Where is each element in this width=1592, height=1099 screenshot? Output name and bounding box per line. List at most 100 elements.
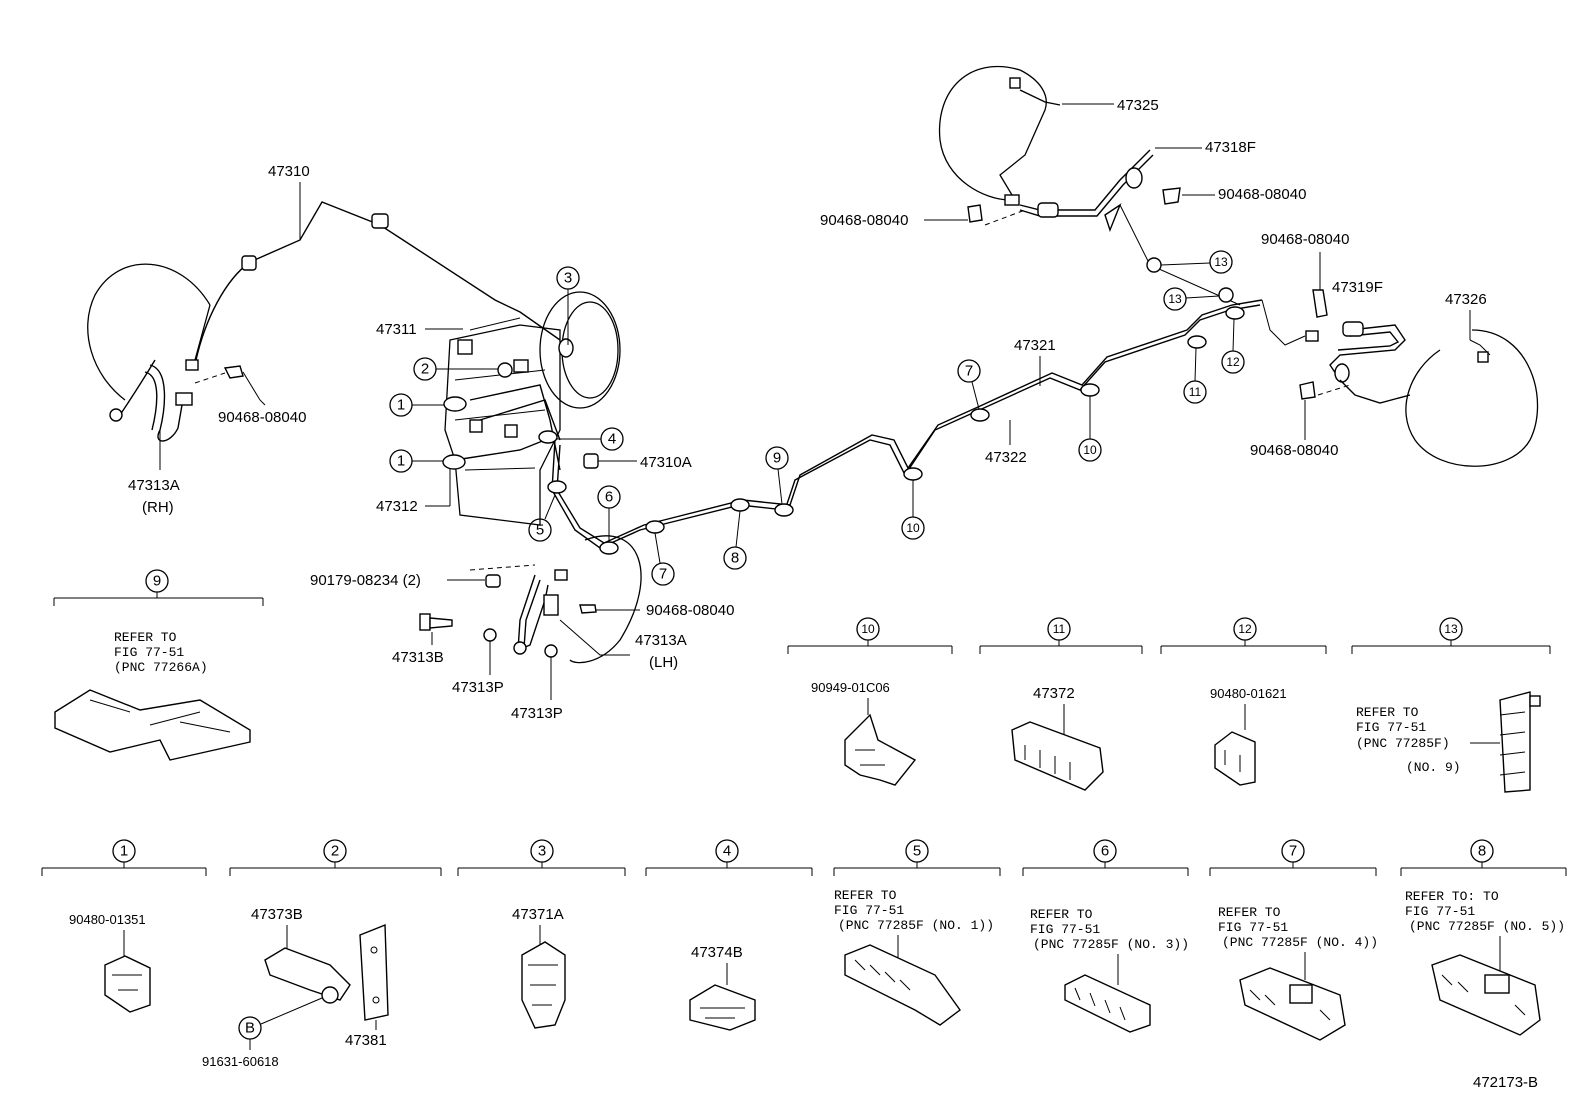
svg-text:90480-01621: 90480-01621 — [1210, 686, 1287, 701]
callout-13b: 13 — [1163, 287, 1220, 311]
callout-7a: 7 — [651, 532, 675, 586]
label-90468-08040-tr1: 90468-08040 — [1218, 186, 1306, 203]
inset-1: 1 90480-01351 — [41, 839, 207, 1013]
label-rh: (RH) — [142, 499, 174, 516]
label-47318F: 47318F — [1205, 139, 1256, 156]
inset-4: 4 47374B — [645, 839, 813, 1031]
label-47321: 47321 — [1014, 337, 1056, 354]
svg-text:10: 10 — [1083, 443, 1097, 457]
figure-id: 472173-B — [1473, 1074, 1538, 1091]
svg-text:4: 4 — [723, 843, 731, 860]
svg-text:13: 13 — [1444, 622, 1458, 636]
svg-text:REFER TO: TO: REFER TO: TO — [1405, 889, 1499, 904]
bolt-47313B — [419, 613, 453, 631]
label-90468-08040-mid: 90468-08040 — [646, 602, 734, 619]
callout-1b: 1 — [389, 449, 443, 473]
callout-3: 3 — [556, 266, 580, 345]
svg-text:REFER TO: REFER TO — [114, 630, 177, 645]
svg-text:REFER TO: REFER TO — [1030, 907, 1093, 922]
svg-text:90949-01C06: 90949-01C06 — [811, 680, 890, 695]
svg-text:(PNC 77285F (NO. 1)): (PNC 77285F (NO. 1)) — [838, 918, 994, 933]
callout-8: 8 — [723, 510, 747, 570]
svg-text:FIG 77-51: FIG 77-51 — [1030, 922, 1100, 937]
callout-13a: 13 — [1160, 250, 1233, 274]
callout-9: 9 — [765, 446, 789, 505]
label-47325: 47325 — [1117, 97, 1159, 114]
label-47313B: 47313B — [392, 649, 444, 666]
inset-3: 3 47371A — [457, 839, 626, 1029]
svg-text:FIG 77-51: FIG 77-51 — [1405, 904, 1475, 919]
svg-text:REFER TO: REFER TO — [834, 888, 897, 903]
svg-text:5: 5 — [536, 522, 544, 539]
rear-brake-upper — [938, 65, 1241, 306]
svg-text:7: 7 — [1289, 843, 1297, 860]
inset-11: 11 47372 — [979, 617, 1143, 791]
inset-7: 7 REFER TO FIG 77-51 (PNC 77285F (NO. 4)… — [1209, 839, 1378, 1041]
svg-text:REFER TO: REFER TO — [1356, 705, 1419, 720]
inset-12: 12 90480-01621 — [1160, 617, 1327, 786]
svg-text:10: 10 — [906, 521, 920, 535]
svg-text:3: 3 — [538, 843, 546, 860]
svg-text:8: 8 — [1478, 843, 1486, 860]
svg-text:FIG 77-51: FIG 77-51 — [1356, 720, 1426, 735]
inset-5: 5 REFER TO FIG 77-51 (PNC 77285F (NO. 1)… — [833, 839, 1001, 1026]
svg-text:1: 1 — [120, 843, 128, 860]
svg-text:1: 1 — [397, 397, 405, 414]
front-brake-lh — [469, 535, 642, 664]
svg-text:13: 13 — [1214, 255, 1228, 269]
svg-text:12: 12 — [1226, 355, 1240, 369]
inset-8: 8 REFER TO: TO FIG 77-51 (PNC 77285F (NO… — [1400, 839, 1567, 1036]
svg-text:47381: 47381 — [345, 1032, 387, 1049]
inset-9: 9 REFER TO FIG 77-51 (PNC 77266A) — [53, 569, 264, 761]
label-47313A-lh: 47313A — [635, 632, 687, 649]
label-47313A-rh: 47313A — [128, 477, 180, 494]
svg-text:B: B — [245, 1020, 255, 1037]
svg-text:11: 11 — [1053, 622, 1066, 636]
svg-text:90480-01351: 90480-01351 — [69, 912, 146, 927]
inset-13: 13 REFER TO FIG 77-51 (PNC 77285F) (NO. … — [1351, 617, 1551, 793]
label-47310A: 47310A — [640, 454, 692, 471]
callout-10b: 10 — [1078, 396, 1102, 462]
svg-text:4: 4 — [608, 431, 616, 448]
svg-text:REFER TO: REFER TO — [1218, 905, 1281, 920]
svg-text:7: 7 — [659, 566, 667, 583]
label-47311: 47311 — [376, 321, 417, 338]
callout-4: 4 — [557, 427, 624, 451]
svg-text:(PNC 77266A): (PNC 77266A) — [114, 660, 208, 675]
label-lh: (LH) — [649, 654, 678, 671]
svg-text:FIG 77-51: FIG 77-51 — [1218, 920, 1288, 935]
svg-text:11: 11 — [1189, 385, 1202, 399]
svg-text:2: 2 — [331, 843, 339, 860]
svg-text:12: 12 — [1238, 622, 1252, 636]
svg-text:2: 2 — [421, 361, 429, 378]
brake-actuator-assembly — [444, 291, 621, 526]
svg-text:10: 10 — [861, 622, 875, 636]
svg-text:47371A: 47371A — [512, 906, 564, 923]
label-47310: 47310 — [268, 163, 310, 180]
svg-text:(NO. 9): (NO. 9) — [1406, 760, 1461, 775]
callout-1a: 1 — [389, 393, 444, 417]
svg-text:91631-60618: 91631-60618 — [202, 1054, 279, 1069]
svg-text:47373B: 47373B — [251, 906, 303, 923]
callout-10a: 10 — [901, 480, 925, 540]
brake-line-47310 — [195, 182, 561, 361]
svg-text:7: 7 — [965, 363, 973, 380]
svg-text:FIG 77-51: FIG 77-51 — [834, 903, 904, 918]
svg-text:13: 13 — [1168, 292, 1182, 306]
svg-text:6: 6 — [605, 489, 613, 506]
callout-11: 11 — [1183, 347, 1207, 404]
rear-brake-lower — [1261, 299, 1539, 467]
callout-5: 5 — [528, 494, 556, 542]
main-brake-pipe — [442, 299, 1263, 555]
label-47326: 47326 — [1445, 291, 1487, 308]
svg-text:(PNC 77285F (NO. 4)): (PNC 77285F (NO. 4)) — [1222, 935, 1378, 950]
label-47312: 47312 — [376, 498, 418, 515]
svg-text:(PNC 77285F (NO. 3)): (PNC 77285F (NO. 3)) — [1033, 937, 1189, 952]
label-47313P-a: 47313P — [452, 679, 504, 696]
label-90468-08040-left: 90468-08040 — [218, 409, 306, 426]
svg-text:(PNC 77285F (NO. 5)): (PNC 77285F (NO. 5)) — [1409, 919, 1565, 934]
callout-2: 2 — [413, 357, 498, 381]
inset-2: 2 47373B 47381 B 91631-60618 — [202, 839, 442, 1069]
svg-text:47374B: 47374B — [691, 944, 743, 961]
